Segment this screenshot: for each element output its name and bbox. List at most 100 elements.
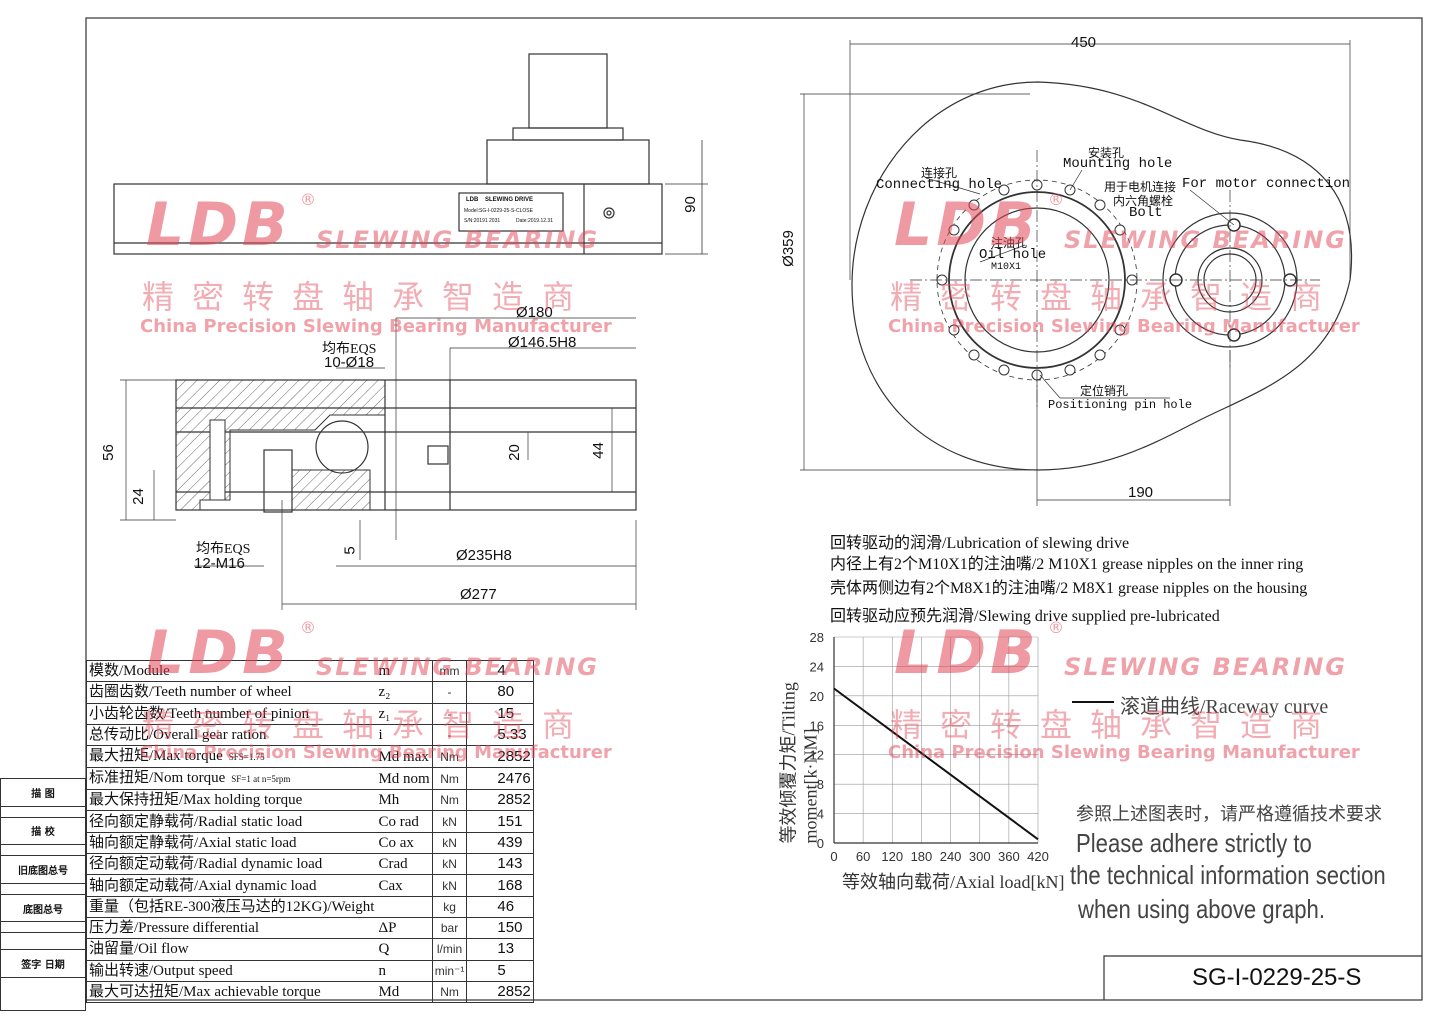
- watermark-registered: ®: [1048, 618, 1064, 637]
- dim-20: 20: [505, 444, 523, 461]
- watermark-en: China Precision Slewing Bearing Manufact…: [888, 316, 1360, 337]
- spec-name-text: 轴向额定动载荷/Axial dynamic load: [89, 877, 317, 894]
- chart-ytick-label: 8: [817, 777, 824, 792]
- spec-unit: l/min: [431, 938, 468, 961]
- spec-name: 小齿轮齿数/Teeth number of pinion: [86, 702, 377, 725]
- spec-name-text: 标准扭矩/Nom torque: [89, 770, 226, 787]
- watermark-cn: 精密转盘轴承智造商: [890, 706, 1341, 744]
- spec-name: 总传动比/Overall gear ration: [86, 723, 377, 747]
- motor-connection-cn: 用于电机连接: [1104, 180, 1177, 194]
- watermark-brand: LDB: [894, 190, 1040, 260]
- nameplate-title: LDB SLEWING DRIVE: [466, 197, 533, 203]
- chart-series-line: [833, 687, 1039, 841]
- chart-ytick-label: 0: [817, 836, 824, 851]
- chart-legend-swatch: [1072, 701, 1114, 703]
- dim-450: 450: [1071, 34, 1097, 51]
- spec-symbol: Q: [376, 938, 433, 961]
- chart-ylabel: 等效倾覆力矩/Tilting moment[k·NM]: [778, 682, 821, 844]
- dim-d235: Ø235H8: [456, 547, 512, 564]
- watermark-sub: SLEWING BEARING: [1064, 653, 1347, 681]
- chart-ytick-label: 24: [810, 659, 824, 674]
- chart-ytick-label: 4: [817, 807, 824, 822]
- dim-44: 44: [589, 442, 607, 459]
- chart-series: [833, 687, 1039, 841]
- spec-unit: Nm: [431, 980, 468, 1004]
- spec-value: 143: [466, 853, 534, 876]
- watermark-sub: SLEWING BEARING: [1064, 226, 1347, 254]
- spec-name-text: 径向额定静载荷/Radial static load: [89, 813, 303, 830]
- watermark-registered: ®: [300, 618, 316, 637]
- spec-name-text: 小齿轮齿数/Teeth number of pinion: [89, 705, 310, 722]
- spec-name: 输出转速/Output speed: [86, 959, 377, 982]
- motor-connection-en: For motor connection: [1182, 176, 1351, 192]
- nameplate-sn: S/N:20191 2031: [464, 218, 501, 224]
- chart-xtick-label: 0: [830, 849, 837, 864]
- spec-value: 151: [466, 810, 534, 833]
- spec-symbol: Md nom: [376, 767, 433, 791]
- spec-unit: kN: [431, 831, 468, 855]
- spec-symbol: Co ax: [376, 831, 433, 855]
- title-block-cell: 底图总号: [0, 893, 86, 923]
- watermark-en: China Precision Slewing Bearing Manufact…: [140, 316, 612, 337]
- chart-xtick-label: 180: [911, 849, 933, 864]
- bolt-en: Bolt: [1129, 205, 1163, 221]
- lube-note-2: 内径上有2个M10X1的注油嘴/2 M10X1 grease nipples o…: [830, 556, 1304, 573]
- watermark-registered: ®: [300, 190, 316, 209]
- spec-unit: kN: [431, 853, 468, 876]
- oil-hole-en: Oil hole: [979, 247, 1047, 263]
- spec-name: 重量（包括RE-300液压马达的12KG)/Weight: [86, 895, 377, 918]
- spec-value: 439: [466, 831, 534, 855]
- dim-56: 56: [99, 444, 117, 461]
- lube-note-3: 壳体两侧边有2个M8X1的注油嘴/2 M8X1 grease nipples o…: [830, 580, 1308, 597]
- nameplate-model-title: SLEWING DRIVE: [485, 197, 534, 203]
- dim-24: 24: [129, 488, 147, 505]
- graph-note-en-2: the technical information section: [1070, 860, 1386, 890]
- spec-name-text: 压力差/Pressure differential: [89, 920, 260, 937]
- spec-name-text: 模数/Module: [89, 663, 170, 680]
- spec-name: 径向额定静载荷/Radial static load: [86, 810, 377, 833]
- watermark-sub: SLEWING BEARING: [316, 226, 599, 254]
- spec-name-text: 轴向额定静载荷/Axial static load: [89, 834, 297, 851]
- dim-d359: Ø359: [779, 230, 797, 267]
- lube-note-4: 回转驱动应预先润滑/Slewing drive supplied pre-lub…: [830, 608, 1220, 625]
- spec-unit: kN: [431, 810, 468, 833]
- chart-ytick-label: 12: [810, 748, 824, 763]
- watermark-cn: 精密转盘轴承智造商: [142, 706, 593, 744]
- spec-name-text: 重量（包括RE-300液压马达的12KG)/Weight: [89, 898, 375, 915]
- chart-xlabel: 等效轴向载荷/Axial load[kN]: [842, 872, 1065, 892]
- chart-xtick-label: 120: [881, 849, 903, 864]
- spec-unit: Nm: [431, 789, 468, 812]
- spec-value: 5: [466, 959, 534, 982]
- spec-symbol: [376, 895, 433, 918]
- spec-value: 150: [466, 916, 534, 940]
- spec-value: 13: [466, 938, 534, 961]
- spec-name: 最大保持扭矩/Max holding torque: [86, 789, 377, 812]
- spec-unit: -: [431, 723, 468, 747]
- spec-unit: kg: [431, 895, 468, 918]
- spec-name: 轴向额定动载荷/Axial dynamic load: [86, 874, 377, 897]
- spec-name-text: 最大可达扭矩/Max achievable torque: [89, 984, 321, 1000]
- spec-symbol: n: [376, 959, 433, 982]
- drawing-number: SG-I-0229-25-S: [1192, 964, 1362, 991]
- spec-symbol: Mh: [376, 789, 433, 812]
- spec-name-text: 输出转速/Output speed: [89, 962, 233, 979]
- spec-unit: bar: [431, 916, 468, 940]
- spec-name: 压力差/Pressure differential: [86, 916, 377, 940]
- pin-hole-cn: 定位销孔: [1080, 384, 1129, 398]
- spec-name-text: 总传动比/Overall gear ration: [89, 727, 267, 744]
- spec-unit: mm: [431, 659, 468, 683]
- spec-value: 168: [466, 874, 534, 897]
